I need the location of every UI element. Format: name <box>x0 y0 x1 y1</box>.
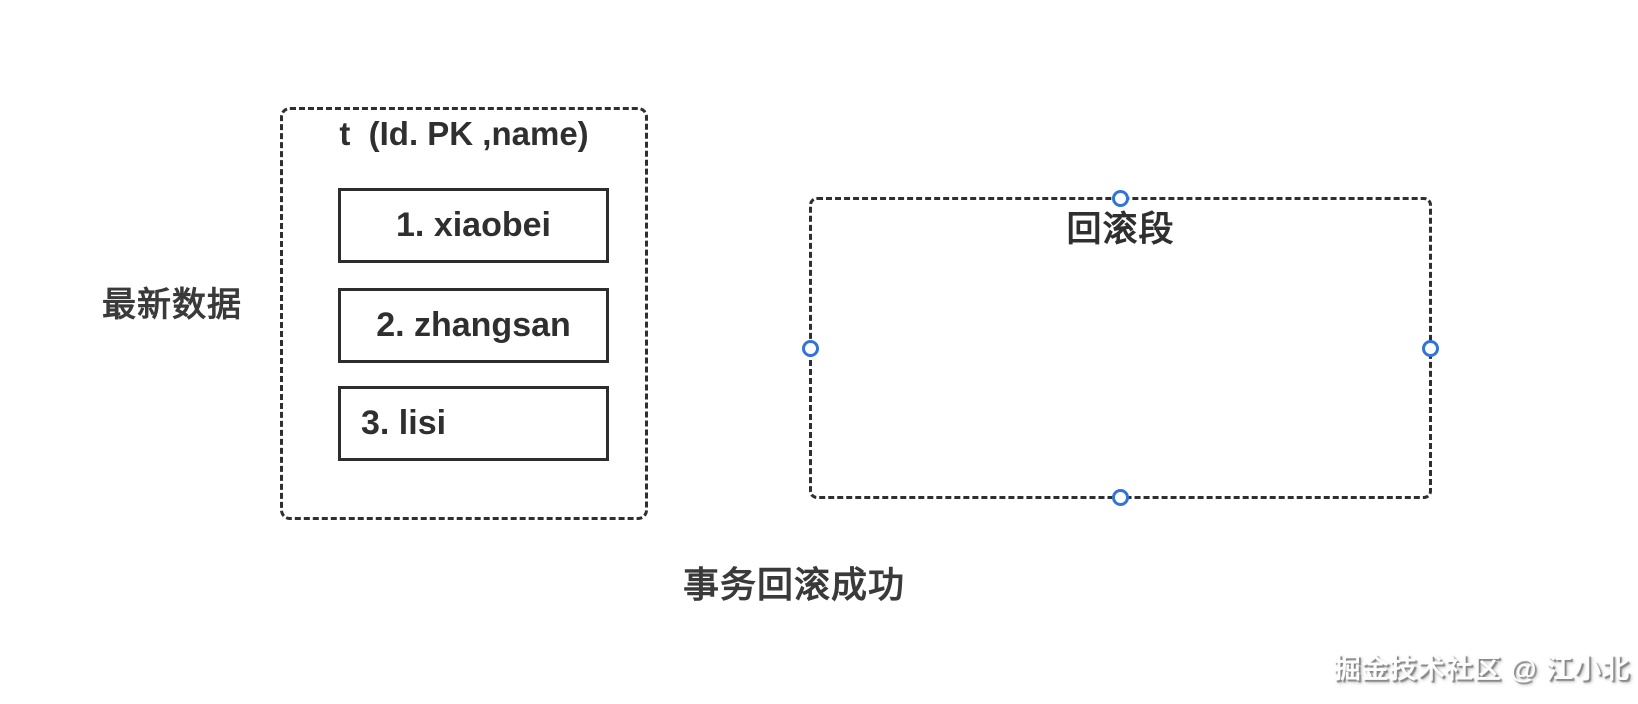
record-row-1[interactable]: 1. xiaobei <box>338 188 609 263</box>
resize-handle-top[interactable] <box>1112 190 1129 207</box>
record-row-3[interactable]: 3. lisi <box>338 386 609 461</box>
table-title: t (Id. PK ,name) <box>339 115 589 152</box>
rollback-segment-box[interactable]: 回滚段 <box>802 190 1439 506</box>
resize-handle-right[interactable] <box>1422 339 1439 357</box>
resize-handle-left[interactable] <box>802 339 819 357</box>
rollback-segment-title: 回滚段 <box>1066 210 1175 249</box>
resize-handle-bottom[interactable] <box>1112 489 1129 506</box>
caption-text: 事务回滚成功 <box>683 564 906 605</box>
table-t-box[interactable]: t (Id. PK ,name) 1. xiaobei 2. zhangsan … <box>280 107 648 520</box>
record-row-2[interactable]: 2. zhangsan <box>338 288 609 363</box>
latest-data-label: 最新数据 <box>102 286 242 324</box>
watermark: 掘金技术社区 @ 江小北 <box>1333 654 1630 684</box>
